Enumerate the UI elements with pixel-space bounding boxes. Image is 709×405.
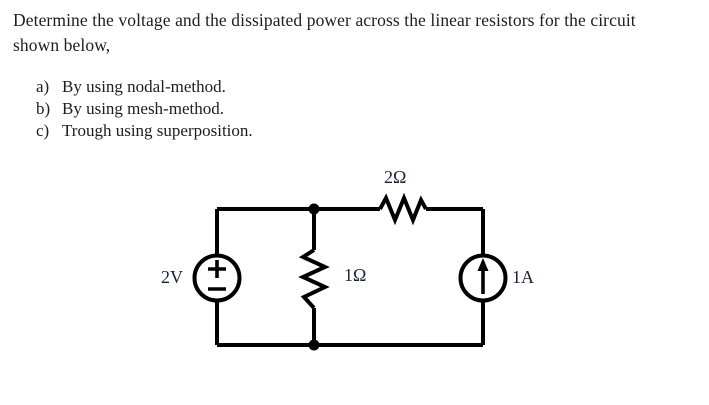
task-item-b: b) By using mesh-method. [36, 98, 456, 120]
task-text-b: By using mesh-method. [62, 99, 224, 118]
task-marker-c: c) [36, 121, 50, 140]
resistor-shunt-zigzag-icon [298, 248, 330, 310]
junction-node-bottom [308, 339, 320, 351]
task-marker-a: a) [36, 77, 50, 96]
resistor-series-zigzag-icon [378, 192, 428, 226]
task-text-a: By using nodal-method. [62, 77, 226, 96]
resistor-shunt-label: 1Ω [344, 265, 367, 285]
junction-node-top [308, 203, 320, 215]
plus-sign-icon [208, 260, 226, 278]
current-source-label: 1A [512, 267, 534, 287]
task-text-c: Trough using superposition. [62, 121, 253, 140]
task-item-a: a) By using nodal-method. [36, 76, 456, 98]
problem-statement-line-2: shown below, [13, 35, 111, 55]
voltage-source-label: 2V [161, 267, 183, 287]
arrow-up-head-icon [477, 258, 489, 271]
problem-statement: Determine the voltage and the dissipated… [13, 8, 688, 58]
task-item-c: c) Trough using superposition. [36, 120, 456, 142]
task-list: a) By using nodal-method. b) By using me… [36, 76, 456, 142]
resistor-series-label: 2Ω [384, 167, 407, 187]
problem-statement-line-1: Determine the voltage and the dissipated… [13, 10, 636, 30]
task-marker-b: b) [36, 99, 51, 118]
